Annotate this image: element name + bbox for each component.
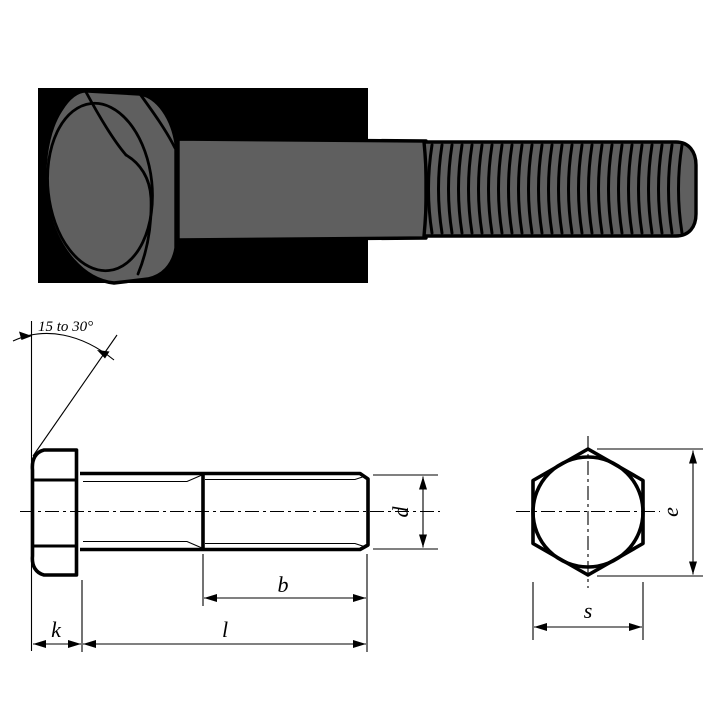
bolt-threads-ridges [427, 143, 684, 235]
thread-ridge [647, 143, 654, 235]
dim-label-b: b [278, 572, 289, 597]
thread-ridge [677, 143, 684, 235]
thread-minor-line-bottom [205, 542, 365, 548]
thread-ridge [667, 143, 674, 235]
thread-ridge [637, 143, 644, 235]
head-outline-side [30, 448, 79, 577]
dim-label-s: s [584, 598, 593, 623]
thread-ridge [447, 143, 454, 235]
runout-line-top [83, 474, 203, 483]
side-view: 15 to 30° d b l k [12, 319, 440, 652]
head-facet-edge-right-top [138, 92, 177, 150]
dim-label-l: l [222, 617, 228, 642]
thread-ridge [527, 143, 534, 235]
thread-ridge [427, 143, 434, 235]
thread-ridge [457, 143, 464, 235]
dim-label-e: e [658, 507, 683, 517]
angle-arrow-right [97, 350, 110, 359]
thread-ridge [587, 143, 594, 235]
thread-ridge [477, 143, 484, 235]
thread-ridge [487, 143, 494, 235]
thread-ridge [597, 143, 604, 235]
angle-arrow-left [19, 331, 32, 340]
thread-ridge [517, 143, 524, 235]
thread-ridge [467, 143, 474, 235]
thread-ridge [537, 143, 544, 235]
head-facet-edge-top [84, 90, 128, 157]
hex-head-3d [43, 89, 178, 285]
thread-ridge [557, 143, 564, 235]
thread-ridge [627, 143, 634, 235]
angle-label: 15 to 30° [38, 319, 93, 335]
inscribed-circle [531, 455, 645, 569]
thread-ridge [607, 143, 614, 235]
thread-ridge [437, 143, 444, 235]
thread-ridge [567, 143, 574, 235]
thread-ridge [507, 143, 514, 235]
bolt-photo [38, 88, 698, 285]
dim-label-k: k [51, 617, 62, 642]
end-view: e s [516, 436, 703, 640]
hexagon-outline [531, 447, 645, 577]
thread-ridge [547, 143, 554, 235]
thread-minor-line-top [205, 475, 365, 481]
runout-line-bottom [83, 540, 203, 549]
thread-ridge [497, 143, 504, 235]
thread-ridge [577, 143, 584, 235]
thread-ridge [617, 143, 624, 235]
head-facet-edge-right [124, 153, 153, 276]
bolt-shank-3d [176, 137, 428, 242]
thread-ridge [657, 143, 664, 235]
shank-outline-side [80, 471, 370, 552]
dim-label-d: d [388, 506, 413, 518]
